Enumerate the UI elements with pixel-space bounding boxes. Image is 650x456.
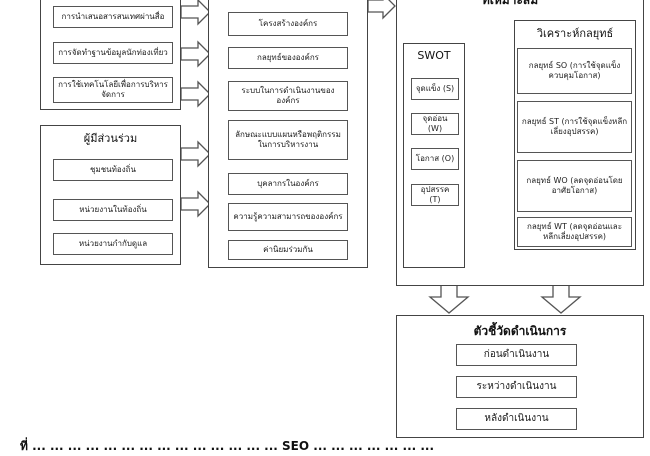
mid-item-systems: ระบบในการดำเนินงานขององค์กร — [228, 81, 348, 111]
swot-strength: จุดแข็ง (S) — [411, 78, 459, 100]
kpi-title: ตัวชี้วัดดำเนินการ — [473, 324, 567, 338]
arrow-right-5 — [180, 190, 211, 218]
left-item-media: การนำเสนอสารสนเทศผ่านสื่อ — [53, 6, 173, 28]
swot-opportunity: โอกาส (O) — [411, 148, 459, 170]
swot-weakness: จุดอ่อน (W) — [411, 113, 459, 135]
strategy-wt: กลยุทธ์ WT (ลดจุดอ่อนและหลีกเลี่ยงอุปสรร… — [517, 217, 632, 247]
arrow-right-3 — [180, 80, 211, 108]
left-item-database: การจัดทำฐานข้อมูลนักท่องเที่ยว — [53, 42, 173, 64]
participant-local-community: ชุมชนท้องถิ่น — [53, 159, 173, 181]
arrow-right-4 — [180, 140, 211, 168]
mid-item-style: ลักษณะแบบแผนหรือพฤติกรรมในการบริหารงาน — [228, 120, 348, 160]
arrow-down-2 — [540, 284, 582, 314]
mid-item-staff: บุคลากรในองค์กร — [228, 173, 348, 195]
strategy-so: กลยุทธ์ SO (การใช้จุดแข็งควบคุมโอกาส) — [517, 48, 632, 94]
kpi-after: หลังดำเนินงาน — [456, 408, 577, 430]
strategy-title: วิเคราะห์กลยุทธ์ — [536, 27, 614, 40]
participant-local-agencies: หน่วยงานในท้องถิ่น — [53, 199, 173, 221]
arrow-down-1 — [428, 284, 470, 314]
strategy-wo: กลยุทธ์ WO (ลดจุดอ่อนโดยอาศัยโอกาส) — [517, 160, 632, 212]
kpi-during: ระหว่างดำเนินงาน — [456, 376, 577, 398]
mid-item-structure: โครงสร้างองค์กร — [228, 12, 348, 36]
mid-item-strategy: กลยุทธ์ขององค์กร — [228, 47, 348, 69]
swot-threat: อุปสรรค (T) — [411, 184, 459, 206]
participant-regulators: หน่วยงานกำกับดูแล — [53, 233, 173, 255]
arrow-right-2 — [180, 40, 211, 68]
mid-item-skills: ความรู้ความสามารถขององค์กร — [228, 203, 348, 231]
right-panel-title: ที่เหมาะสม — [481, 0, 539, 7]
arrow-right-1 — [180, 0, 211, 26]
strategy-st: กลยุทธ์ ST (การใช้จุดแข็งหลีกเลี่ยงอุปสร… — [517, 101, 632, 153]
kpi-before: ก่อนดำเนินงาน — [456, 344, 577, 366]
figure-caption: ที่ ... ... ... ... ... ... ... ... ... … — [20, 439, 435, 453]
participants-title: ผู้มีส่วนร่วม — [83, 132, 138, 145]
mid-item-shared-values: ค่านิยมร่วมกัน — [228, 240, 348, 260]
left-item-technology: การใช้เทคโนโลยีเพื่อการบริหารจัดการ — [53, 77, 173, 103]
swot-title: SWOT — [417, 49, 451, 62]
arrow-right-6 — [367, 0, 396, 20]
